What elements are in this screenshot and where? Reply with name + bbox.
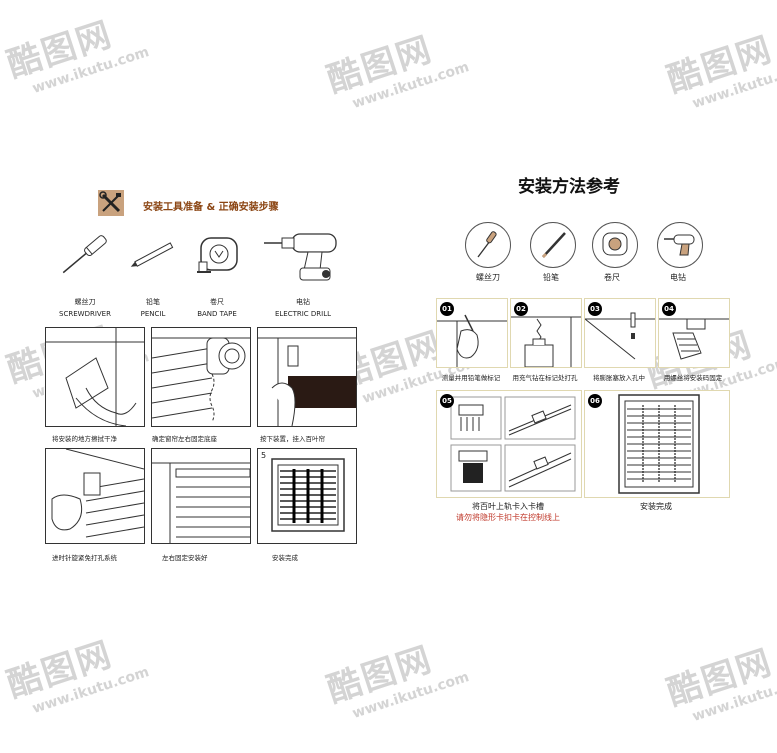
tool-caption-tape: 卷尺 BAND TAPE — [172, 296, 262, 320]
watermark: 酷图网 www.ikutu.com — [320, 12, 471, 116]
tool-cn-label: 铅笔 — [146, 298, 160, 306]
tighten-system-illustration — [51, 449, 144, 538]
install-step-caption-06: 安装完成 — [640, 502, 672, 511]
tool-tape — [197, 232, 245, 276]
step-panel-6: 5 — [257, 448, 357, 544]
install-step-06: 06 — [584, 390, 730, 498]
tool-en-label: ELECTRIC DRILL — [274, 310, 332, 318]
watermark-url: www.ikutu.com — [690, 672, 777, 725]
tool-label-pencil: 铅笔 — [543, 273, 559, 282]
pencil-icon — [130, 242, 174, 267]
watermark: 酷图网 www.ikutu.com — [660, 12, 777, 116]
tool-cn-label: 螺丝刀 — [74, 298, 96, 306]
watermark: 酷图网 www.ikutu.com — [0, 617, 151, 721]
watermark: 酷图网 www.ikutu.com — [320, 622, 471, 726]
drill-hole-illustration — [511, 316, 581, 367]
watermark-url: www.ikutu.com — [350, 59, 472, 112]
tool-pencil — [128, 238, 180, 272]
tool-drill — [262, 228, 346, 282]
tool-en-label: PENCIL — [140, 310, 166, 318]
install-step-05: 05 — [436, 390, 582, 498]
pencil-icon — [541, 232, 566, 259]
install-step-caption-02: 用充气钻在标记处打孔 — [512, 374, 578, 382]
electric-drill-icon — [264, 233, 337, 281]
install-step-04: 04 — [658, 298, 730, 368]
watermark-brand: 酷图网 — [2, 14, 118, 86]
tool-circle-drill — [657, 222, 703, 268]
step-number-badge: 03 — [588, 302, 602, 316]
step-panel-5 — [151, 448, 251, 544]
step-caption-1: 将安装的地方擦拭干净 — [52, 435, 117, 443]
watermark: 酷图网 www.ikutu.com — [0, 0, 151, 102]
step-caption-4: 进时针旋紧免打孔系统 — [52, 554, 117, 562]
tool-label-tape: 卷尺 — [604, 273, 620, 282]
step-number-badge: 02 — [514, 302, 528, 316]
step-panel-3 — [257, 327, 357, 427]
install-step-caption-05: 将百叶上轨卡入卡槽 — [472, 502, 544, 511]
wipe-surface-illustration — [46, 328, 144, 426]
tool-circle-pencil — [530, 222, 576, 268]
tools-header-icon — [98, 190, 124, 216]
watermark-brand: 酷图网 — [662, 29, 777, 101]
tool-circle-screwdriver — [465, 222, 511, 268]
watermark-url: www.ikutu.com — [350, 669, 472, 722]
step-number-badge: 01 — [440, 302, 454, 316]
tool-cn-label: 电钻 — [296, 298, 310, 306]
watermark-brand: 酷图网 — [662, 642, 777, 714]
tool-caption-drill: 电钻 ELECTRIC DRILL — [258, 296, 348, 320]
step-number-badge: 05 — [440, 394, 454, 408]
wrench-screwdriver-icon — [99, 191, 121, 213]
install-step-02: 02 — [510, 298, 582, 368]
step-panel-2 — [151, 327, 251, 427]
insert-anchor-illustration — [585, 312, 655, 360]
watermark-brand: 酷图网 — [2, 634, 118, 706]
tool-caption-pencil: 铅笔 PENCIL — [108, 296, 198, 320]
watermark-url: www.ikutu.com — [690, 59, 777, 112]
rail-clip-illustration — [450, 396, 576, 492]
install-step-caption-01: 测量并用铅笔做标记 — [441, 374, 501, 382]
screwdriver-icon — [477, 231, 497, 258]
step-caption-3: 按下装置，挂入百叶帘 — [260, 435, 325, 443]
install-step-01: 01 — [436, 298, 508, 368]
step-number-badge: 04 — [662, 302, 676, 316]
install-step-caption-03: 将膨胀塞放入孔中 — [593, 374, 645, 382]
step-caption-6: 安装完成 — [272, 554, 298, 562]
blind-base-illustration — [152, 337, 250, 423]
install-step-note-05: 请勿将隐形卡扣卡在控制线上 — [456, 513, 560, 522]
step-caption-2: 确定窗帘左右固定底座 — [152, 435, 217, 443]
fix-both-sides-illustration — [152, 462, 250, 543]
page-title: 安装方法参考 — [518, 177, 620, 197]
electric-drill-icon — [664, 234, 695, 256]
completed-blind-illustration — [618, 394, 700, 494]
measure-mark-illustration — [437, 314, 507, 367]
tools-header-title: 安装工具准备 & 正确安装步骤 — [143, 202, 279, 213]
tape-measure-icon — [197, 237, 238, 273]
tool-circle-tape — [592, 222, 638, 268]
tool-en-label: SCREWDRIVER — [59, 310, 111, 318]
watermark-brand: 酷图网 — [322, 639, 438, 711]
step-caption-5: 左右固定安装好 — [162, 554, 208, 562]
tool-screwdriver — [55, 230, 115, 280]
tool-en-label: BAND TAPE — [197, 310, 237, 318]
watermark-url: www.ikutu.com — [30, 44, 152, 97]
step-number: 5 — [261, 451, 267, 460]
screw-bracket-illustration — [659, 318, 729, 360]
hang-blind-illustration — [258, 337, 356, 426]
tool-label-drill: 电钻 — [670, 273, 686, 282]
step-panel-4 — [45, 448, 145, 544]
tool-label-screwdriver: 螺丝刀 — [476, 273, 500, 282]
watermark-url: www.ikutu.com — [30, 664, 152, 717]
tool-cn-label: 卷尺 — [210, 298, 224, 306]
screwdriver-icon — [62, 235, 107, 274]
watermark: 酷图网 www.ikutu.com — [660, 625, 777, 729]
install-step-caption-04: 用螺丝将安装码固定 — [663, 374, 723, 382]
step-panel-1 — [45, 327, 145, 427]
completed-blind-illustration — [271, 458, 345, 532]
watermark-brand: 酷图网 — [322, 29, 438, 101]
step-number-badge: 06 — [588, 394, 602, 408]
tape-measure-icon — [602, 232, 628, 256]
install-step-03: 03 — [584, 298, 656, 368]
tool-caption-screwdriver: 螺丝刀 SCREWDRIVER — [40, 296, 130, 320]
